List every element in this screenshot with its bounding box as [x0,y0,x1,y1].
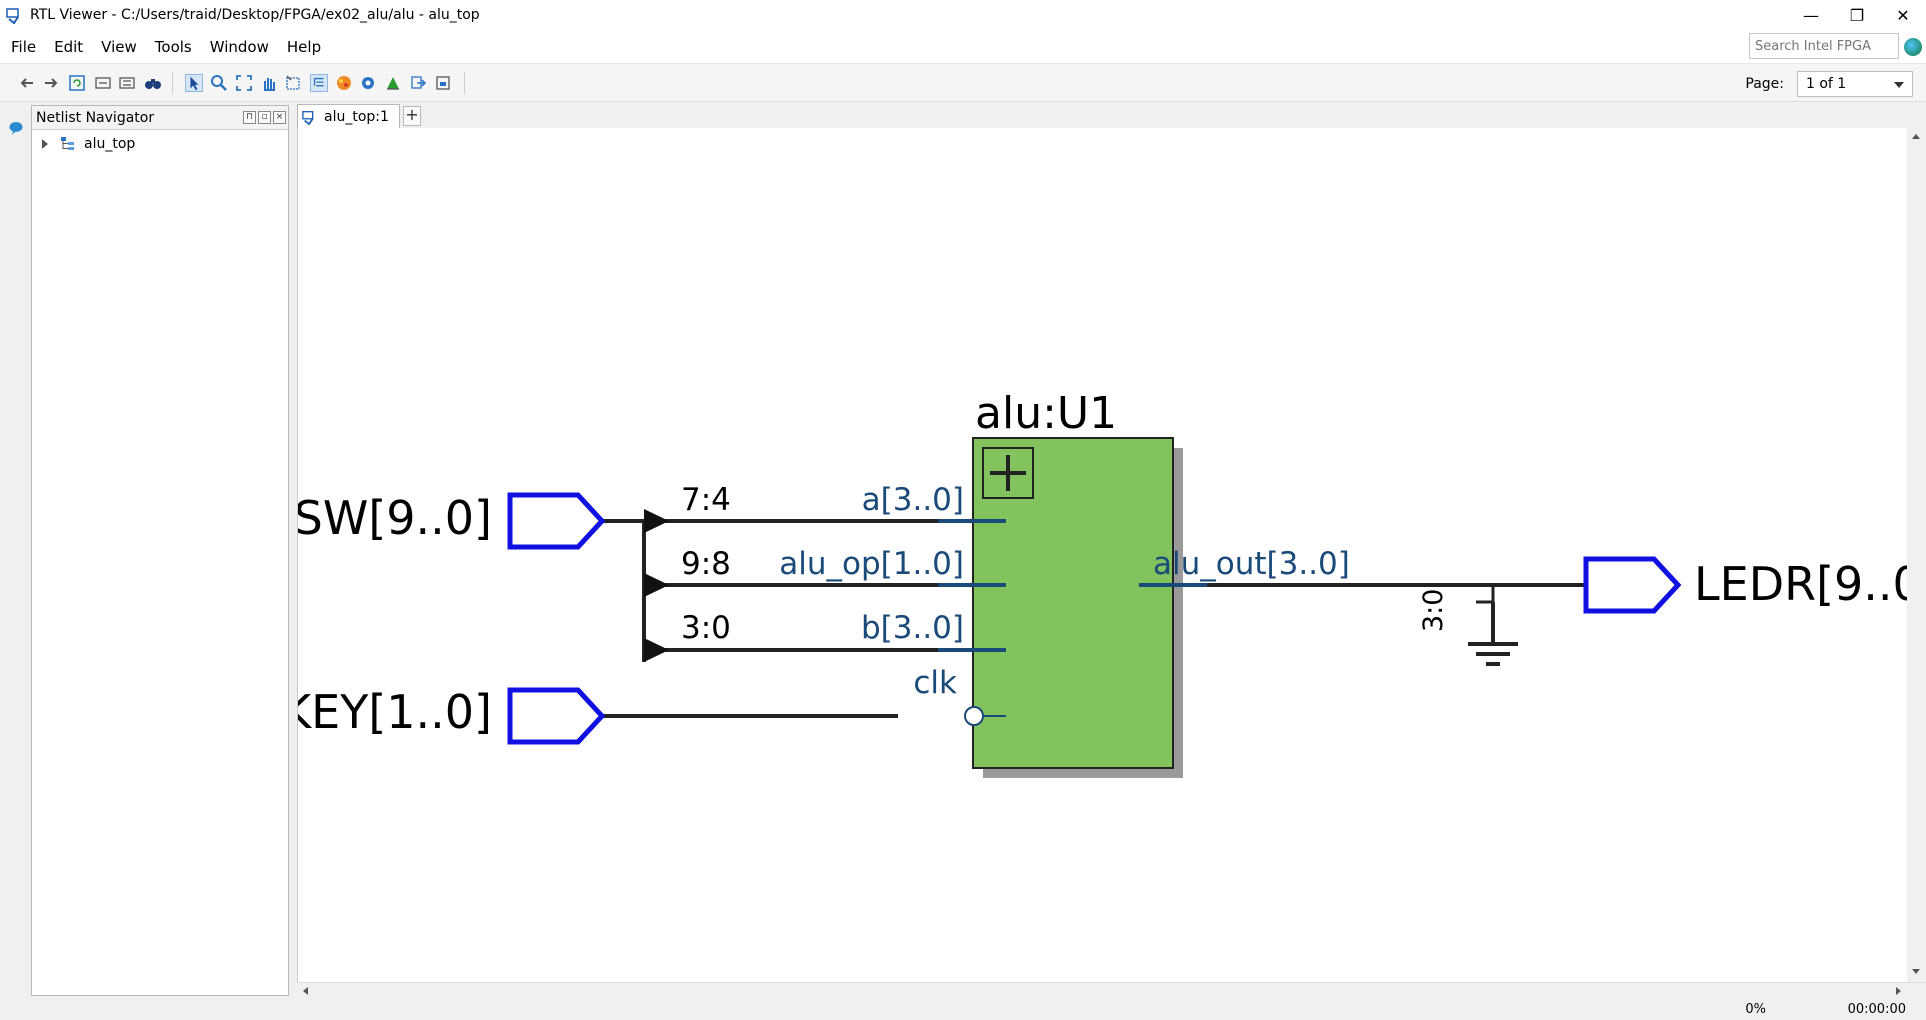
netlist-navigator-header: Netlist Navigator ⊓ ▫ × [32,106,288,130]
refresh-icon[interactable] [68,74,86,92]
rtl-viewer-icon [302,110,314,125]
scroll-down-icon[interactable] [1912,969,1920,974]
back-icon[interactable] [18,74,36,92]
title-bar: RTL Viewer - C:/Users/traid/Desktop/FPGA… [0,0,1926,30]
add-tab-button[interactable]: + [403,106,421,126]
schematic-canvas[interactable]: SW[9..0] KEY[1..0] LEDR[9..0] alu:U1 7:4… [281,128,1926,982]
tree-item-alu-top[interactable]: alu_top [42,136,135,152]
slice-label-3-0: 3:0 [681,610,731,646]
port-label-a: a[3..0] [862,482,964,518]
page-select[interactable]: 1 of 1 [1797,71,1913,97]
out-slice-label: 3:0 [1418,589,1449,632]
fit-window-icon[interactable] [235,74,253,92]
block-title: alu:U1 [975,388,1117,439]
output-ledr-label: LEDR[9..0] [1694,557,1908,611]
close-button[interactable]: ✕ [1896,5,1910,25]
collapse-icon[interactable] [118,74,136,92]
tab-label: alu_top:1 [324,108,389,125]
search-input[interactable] [1749,33,1899,59]
zoom-icon[interactable] [210,74,228,92]
forward-icon[interactable] [42,74,60,92]
vertical-scrollbar[interactable] [1907,128,1926,980]
ground-symbol [1468,642,1518,666]
page-label: Page: [1745,76,1784,92]
toolbar: Page: 1 of 1 [0,64,1926,102]
netlist-navigator-title: Netlist Navigator [36,109,155,126]
expand-block-icon[interactable] [982,447,1034,499]
menu-window[interactable]: Window [209,37,269,56]
close-panel-icon[interactable]: × [273,111,286,124]
expand-arrow-icon[interactable] [42,139,48,149]
restore-button[interactable]: ❐ [1849,5,1865,25]
print-icon[interactable] [434,74,452,92]
clk-inversion-bubble [964,706,984,726]
tab-bar: alu_top:1 + [295,104,1926,128]
minimize-button[interactable]: — [1803,5,1819,25]
tab-alu-top[interactable]: alu_top:1 [297,104,400,128]
status-progress: 0% [1745,1002,1766,1017]
gnd-branch-wire [1476,585,1495,604]
menu-file[interactable]: File [11,37,37,56]
settings-icon[interactable] [359,74,377,92]
port-label-b: b[3..0] [861,610,964,646]
status-time: 00:00:00 [1847,1002,1906,1017]
port-label-clk: clk [913,665,957,701]
port-label-alu-op: alu_op[1..0] [779,546,964,582]
bus-tap-7-4 [644,509,669,533]
alu-block[interactable] [972,437,1174,769]
float-icon[interactable]: ▫ [258,111,271,124]
left-dock-strip [0,102,28,998]
expand-icon[interactable] [94,74,112,92]
area-select-icon[interactable] [284,74,302,92]
input-key-label: KEY[1..0] [298,685,492,739]
status-bar: 0% 00:00:00 [0,998,1926,1020]
horizontal-scrollbar[interactable] [297,982,1926,998]
hierarchy-list-icon[interactable] [310,74,328,92]
chevron-down-icon [1894,82,1904,88]
slice-label-9-8: 9:8 [681,546,731,582]
window-title: RTL Viewer - C:/Users/traid/Desktop/FPGA… [30,7,480,23]
netlist-navigator-panel: Netlist Navigator ⊓ ▫ × alu_top [31,105,289,996]
rtl-viewer-icon [6,8,19,24]
netlist-icon[interactable] [384,74,402,92]
schematic-svg: SW[9..0] KEY[1..0] LEDR[9..0] alu:U1 7:4… [281,388,1926,778]
scroll-up-icon[interactable] [1912,134,1920,139]
input-port-key[interactable] [507,687,606,745]
bus-tap-3-0 [644,638,669,662]
color-legend-icon[interactable] [335,74,353,92]
binoculars-icon[interactable] [144,74,162,92]
bus-tap-9-8 [644,573,669,597]
hand-pan-icon[interactable] [260,74,278,92]
port-label-alu-out: alu_out[3..0] [1153,546,1350,582]
output-port-ledr[interactable] [1583,556,1682,614]
globe-icon[interactable] [1904,38,1922,56]
select-tool-icon[interactable] [185,74,203,92]
scroll-left-icon[interactable] [303,987,308,995]
scroll-right-icon[interactable] [1896,987,1901,995]
menu-bar: File Edit View Tools Window Help [0,30,1926,64]
tree-item-label: alu_top [84,136,136,152]
message-bubble-icon[interactable] [8,120,24,136]
menu-edit[interactable]: Edit [54,37,84,56]
menu-tools[interactable]: Tools [154,37,192,56]
page-select-value: 1 of 1 [1806,76,1847,92]
slice-label-7-4: 7:4 [681,482,731,518]
hierarchy-icon [61,137,74,150]
plus-icon [990,455,1026,491]
menu-help[interactable]: Help [286,37,322,56]
menu-view[interactable]: View [101,37,137,56]
input-sw-label: SW[9..0] [298,491,492,545]
export-icon[interactable] [409,74,427,92]
pin-icon[interactable]: ⊓ [243,111,256,124]
input-port-sw[interactable] [507,492,606,550]
